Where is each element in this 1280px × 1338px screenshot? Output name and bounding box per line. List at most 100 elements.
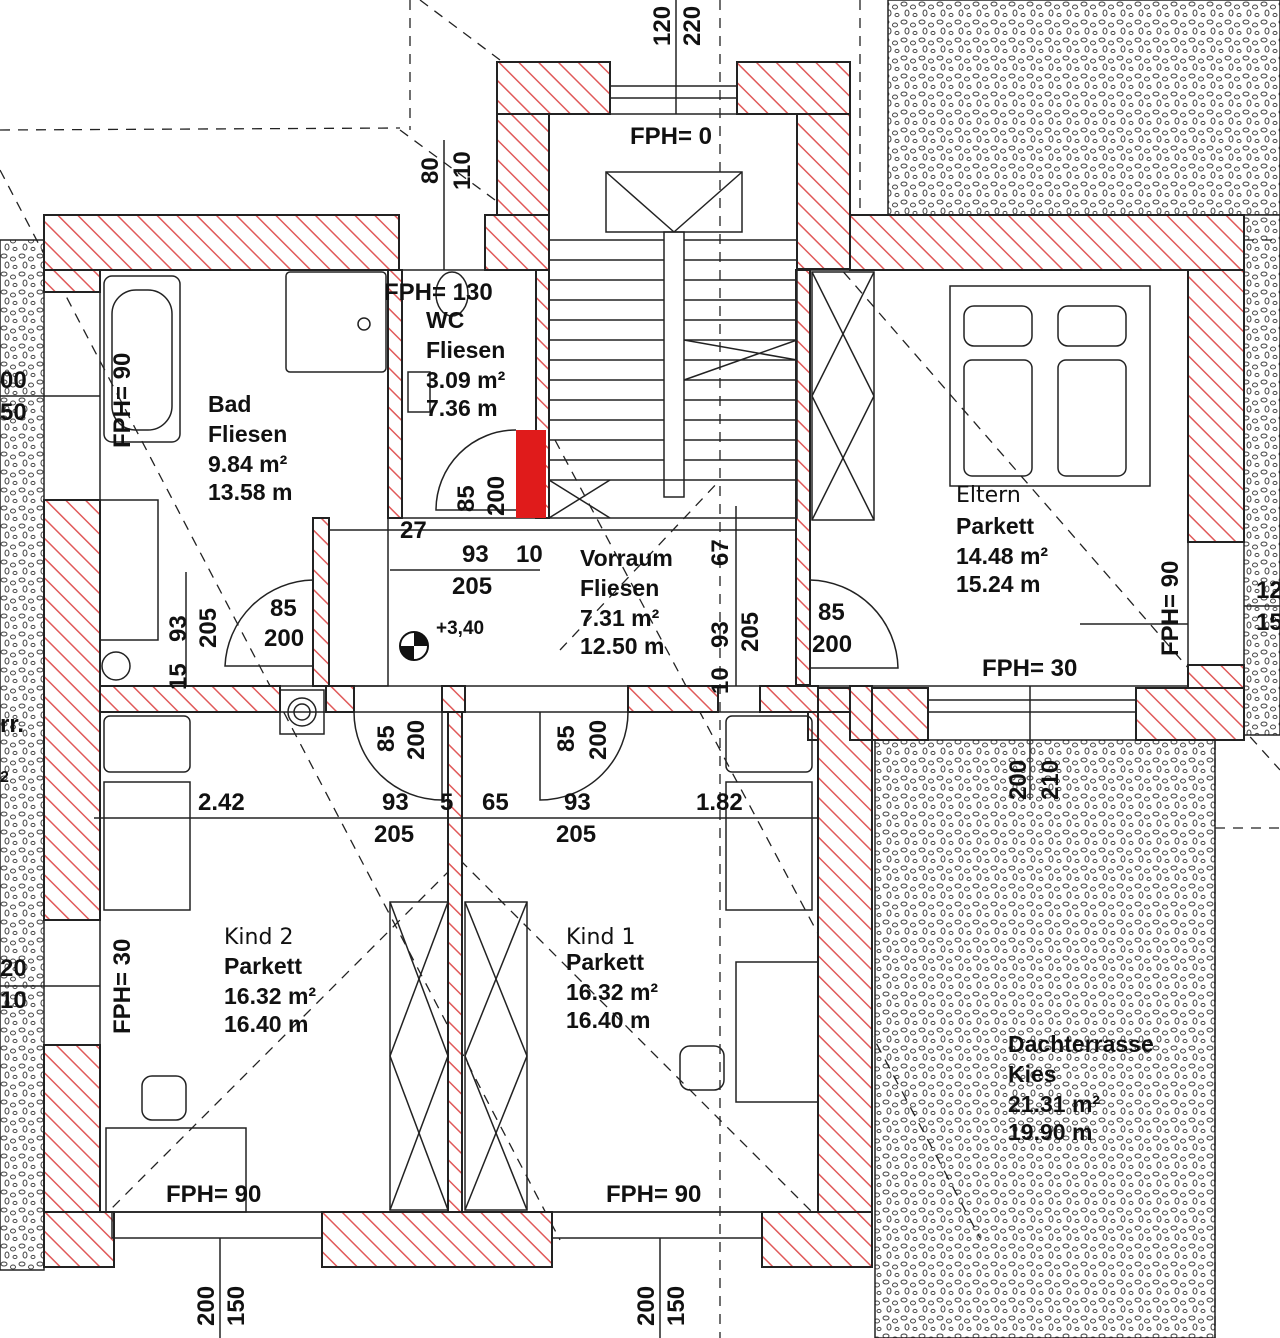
svg-text:10: 10 bbox=[516, 541, 543, 568]
svg-text:12: 12 bbox=[1256, 577, 1280, 604]
svg-text:WC: WC bbox=[426, 307, 464, 333]
svg-text:27: 27 bbox=[400, 517, 427, 544]
staircase bbox=[516, 171, 798, 519]
svg-text:19.90 m: 19.90 m bbox=[1008, 1119, 1092, 1145]
room-label-vorraum: Vorraum Fliesen 7.31 m² 12.50 m bbox=[580, 545, 673, 659]
svg-text:9.84 m²: 9.84 m² bbox=[208, 451, 288, 477]
room-label-bad: Bad Fliesen 9.84 m² 13.58 m bbox=[208, 391, 292, 505]
svg-text:16.40 m: 16.40 m bbox=[566, 1007, 650, 1033]
svg-text:21.31 m²: 21.31 m² bbox=[1008, 1091, 1100, 1117]
svg-text:205: 205 bbox=[737, 612, 764, 652]
svg-text:7.31 m²: 7.31 m² bbox=[580, 605, 660, 631]
svg-text:FPH= 90: FPH= 90 bbox=[606, 1181, 701, 1208]
svg-text:Parkett: Parkett bbox=[566, 949, 644, 975]
svg-text:93: 93 bbox=[707, 621, 734, 648]
svg-text:110: 110 bbox=[449, 151, 476, 190]
room-label-wc: FPH= 130 WC Fliesen 3.09 m² 7.36 m bbox=[384, 279, 506, 421]
fixtures bbox=[99, 271, 1151, 1213]
svg-text:65: 65 bbox=[482, 789, 509, 816]
svg-text:200: 200 bbox=[264, 625, 304, 652]
walls bbox=[43, 61, 1245, 1268]
svg-text:2: 2 bbox=[0, 769, 9, 786]
svg-text:FPH= 0: FPH= 0 bbox=[630, 123, 712, 150]
svg-text:93: 93 bbox=[382, 789, 409, 816]
fph-labels: FPH= 0 FPH= 90 FPH= 90 FPH= 30 FPH= 30 F… bbox=[109, 123, 1184, 1208]
svg-text:200: 200 bbox=[585, 720, 612, 760]
svg-text:85: 85 bbox=[553, 725, 580, 752]
svg-text:205: 205 bbox=[374, 821, 414, 848]
svg-text:50: 50 bbox=[0, 399, 27, 426]
svg-text:Fliesen: Fliesen bbox=[208, 421, 287, 447]
svg-text:Kies: Kies bbox=[1008, 1061, 1057, 1087]
svg-text:FPH= 130: FPH= 130 bbox=[384, 279, 493, 306]
room-label-kind2: Kind 2 Parkett 16.32 m² 16.40 m bbox=[224, 925, 316, 1037]
svg-text:12.50 m: 12.50 m bbox=[580, 633, 664, 659]
svg-text:85: 85 bbox=[373, 725, 400, 752]
svg-text:Parkett: Parkett bbox=[956, 513, 1034, 539]
svg-text:Fliesen: Fliesen bbox=[580, 575, 659, 601]
svg-text:120: 120 bbox=[649, 6, 676, 46]
door-swings bbox=[224, 429, 899, 801]
svg-text:150: 150 bbox=[663, 1286, 690, 1326]
svg-text:FPH= 30: FPH= 30 bbox=[109, 939, 136, 1034]
svg-text:15: 15 bbox=[165, 663, 192, 690]
svg-text:15.24 m: 15.24 m bbox=[956, 571, 1040, 597]
svg-text:85: 85 bbox=[270, 595, 297, 622]
svg-text:16.32 m²: 16.32 m² bbox=[224, 983, 316, 1009]
svg-text:14.48 m²: 14.48 m² bbox=[956, 543, 1048, 569]
svg-text:200: 200 bbox=[193, 1286, 220, 1326]
svg-text:93: 93 bbox=[165, 615, 192, 642]
svg-text:FPH= 90: FPH= 90 bbox=[109, 353, 136, 448]
svg-text:Vorraum: Vorraum bbox=[580, 545, 673, 571]
svg-text:Kind 1: Kind 1 bbox=[566, 925, 635, 950]
svg-text:5: 5 bbox=[440, 789, 453, 816]
svg-text:3.09 m²: 3.09 m² bbox=[426, 367, 506, 393]
room-label-eltern: Eltern Parkett 14.48 m² 15.24 m bbox=[956, 483, 1048, 597]
svg-text:Parkett: Parkett bbox=[224, 953, 302, 979]
svg-text:210: 210 bbox=[1037, 760, 1064, 800]
svg-text:20: 20 bbox=[0, 955, 27, 982]
svg-text:2.42: 2.42 bbox=[198, 789, 245, 816]
svg-text:85: 85 bbox=[818, 599, 845, 626]
svg-text:205: 205 bbox=[452, 573, 492, 600]
svg-text:10: 10 bbox=[707, 667, 734, 694]
svg-text:150: 150 bbox=[223, 1286, 250, 1326]
svg-text:Eltern: Eltern bbox=[956, 483, 1021, 508]
svg-text:Bad: Bad bbox=[208, 391, 251, 417]
svg-text:205: 205 bbox=[195, 608, 222, 648]
svg-text:Kind 2: Kind 2 bbox=[224, 925, 293, 950]
svg-text:00: 00 bbox=[0, 367, 27, 394]
svg-text:13.58 m: 13.58 m bbox=[208, 479, 292, 505]
svg-text:16.32 m²: 16.32 m² bbox=[566, 979, 658, 1005]
svg-text:Dachterrasse: Dachterrasse bbox=[1008, 1031, 1154, 1057]
svg-text:220: 220 bbox=[679, 6, 706, 46]
room-outlines bbox=[99, 85, 1189, 1239]
svg-text:200: 200 bbox=[633, 1286, 660, 1326]
svg-text:200: 200 bbox=[812, 631, 852, 658]
svg-text:7.36 m: 7.36 m bbox=[426, 395, 498, 421]
svg-text:FPH= 90: FPH= 90 bbox=[166, 1181, 261, 1208]
svg-text:rr.: rr. bbox=[0, 711, 24, 738]
svg-text:200: 200 bbox=[483, 476, 510, 516]
room-label-dachterrasse: Dachterrasse Kies 21.31 m² 19.90 m bbox=[1008, 1031, 1154, 1145]
svg-text:15: 15 bbox=[1256, 609, 1280, 636]
room-label-kind1: Kind 1 Parkett 16.32 m² 16.40 m bbox=[566, 925, 658, 1033]
svg-text:+3,40: +3,40 bbox=[436, 618, 484, 639]
svg-text:FPH= 30: FPH= 30 bbox=[982, 655, 1077, 682]
svg-text:200: 200 bbox=[403, 720, 430, 760]
dimension-texts: 120 220 80 110 85 200 27 93 10 205 85 20… bbox=[0, 6, 1280, 1326]
svg-text:FPH= 90: FPH= 90 bbox=[1157, 561, 1184, 656]
svg-text:67: 67 bbox=[707, 539, 734, 566]
svg-text:10: 10 bbox=[0, 987, 27, 1014]
svg-text:93: 93 bbox=[462, 541, 489, 568]
elevation-marker: +3,40 bbox=[399, 618, 484, 661]
svg-text:93: 93 bbox=[564, 789, 591, 816]
svg-text:85: 85 bbox=[453, 485, 480, 512]
svg-text:Fliesen: Fliesen bbox=[426, 337, 505, 363]
svg-text:80: 80 bbox=[417, 157, 444, 184]
svg-text:200: 200 bbox=[1005, 760, 1032, 800]
svg-text:205: 205 bbox=[556, 821, 596, 848]
